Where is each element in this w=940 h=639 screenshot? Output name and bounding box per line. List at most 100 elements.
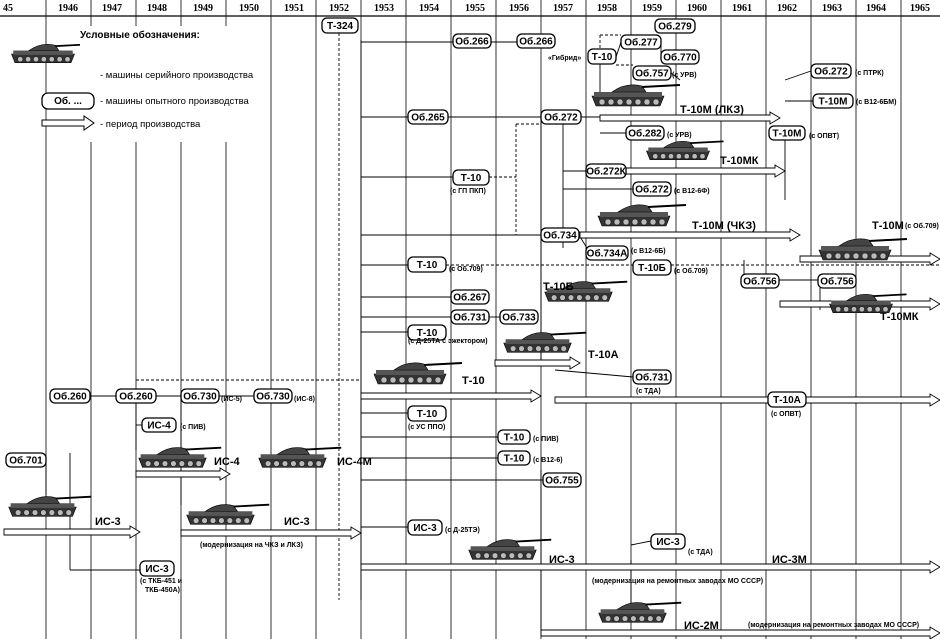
proto-box-text: Об.731 bbox=[635, 372, 669, 384]
tank-wheel bbox=[48, 509, 55, 516]
year-label: 1955 bbox=[465, 3, 485, 14]
tank-gun bbox=[515, 538, 552, 543]
proto-box-text: Об.265 bbox=[411, 112, 445, 124]
proto-box-frame bbox=[817, 273, 857, 289]
proto-box-frame bbox=[654, 18, 696, 34]
tank-wheel bbox=[535, 345, 542, 352]
proto-box-frame bbox=[407, 324, 447, 341]
tank-fender bbox=[594, 92, 662, 97]
tank-wheel bbox=[825, 252, 833, 260]
proto-box-frame bbox=[585, 245, 629, 261]
year-label: 1951 bbox=[284, 3, 304, 14]
proto-box-b22: Об.756 bbox=[740, 273, 780, 289]
annotation-text: (с Д-25ТЭ) bbox=[445, 527, 480, 534]
year-label: 1954 bbox=[419, 3, 439, 14]
annotation-text: (с ПИВ) bbox=[180, 424, 206, 431]
proto-box-text: Об.282 bbox=[628, 128, 662, 140]
tank-wheel bbox=[25, 56, 31, 63]
tank-fender bbox=[188, 511, 253, 516]
tank-turret bbox=[393, 362, 429, 371]
year-label: 1961 bbox=[732, 3, 752, 14]
proto-box-frame bbox=[253, 388, 293, 404]
proto-box-b31: Об.730 bbox=[180, 388, 220, 404]
proto-box-b37: Т-10 bbox=[497, 450, 531, 466]
tank-wheel bbox=[843, 252, 851, 260]
production-arrow bbox=[180, 526, 362, 540]
annotation-text: (с Об.709) bbox=[905, 222, 939, 230]
annotation-text: (с ГП ПКП) bbox=[450, 188, 486, 195]
annotation-text: (с ТДА) bbox=[688, 549, 713, 556]
tank-gun bbox=[873, 293, 907, 297]
tank-label: Т-10МК bbox=[720, 155, 759, 167]
proto-box-b30: Об.260 bbox=[115, 388, 157, 404]
production-arrow bbox=[599, 164, 786, 178]
proto-box-b27: Т-10 bbox=[407, 324, 447, 341]
proto-box-b15: Т-10 bbox=[452, 169, 490, 186]
tank-wheel bbox=[281, 460, 289, 467]
production-arrow bbox=[494, 356, 581, 370]
proto-box-b09: Об.272 bbox=[810, 63, 852, 79]
proto-box-b21: Т-10Б bbox=[632, 259, 672, 276]
tank-wheel bbox=[584, 294, 591, 301]
tank-is3-1945 bbox=[8, 495, 92, 517]
tank-wheel bbox=[668, 153, 674, 160]
proto-box-text: Об.272К bbox=[586, 166, 626, 178]
tank-wheel bbox=[866, 306, 873, 313]
tank-wheel bbox=[676, 153, 682, 160]
legend-serial-text: - машины серийного производства bbox=[100, 70, 254, 81]
proto-box-b39: Об.755 bbox=[542, 472, 582, 488]
proto-box-b07: Об.770 bbox=[660, 49, 700, 65]
tank-wheel bbox=[861, 252, 869, 260]
tank-wheel bbox=[201, 517, 208, 524]
legend-background bbox=[80, 26, 270, 142]
proto-box-text: Об.757 bbox=[635, 68, 669, 80]
tank-wheel bbox=[638, 615, 645, 622]
tank-wheel bbox=[380, 376, 388, 384]
annotation-text: (с УРВ) bbox=[667, 132, 692, 139]
tank-wheel bbox=[601, 294, 608, 301]
tank-wheel bbox=[625, 98, 633, 106]
proto-box-text: Об.730 bbox=[256, 391, 290, 403]
tank-t10m-1963 bbox=[818, 238, 908, 261]
tank-wheel bbox=[879, 252, 887, 260]
tank-gun bbox=[641, 84, 681, 88]
year-label: 1952 bbox=[329, 3, 349, 14]
tank-gun bbox=[185, 446, 222, 451]
proto-box-frame bbox=[585, 163, 627, 179]
tank-wheel bbox=[859, 306, 865, 313]
production-arrow bbox=[360, 560, 940, 574]
tank-gun bbox=[233, 503, 270, 508]
proto-box-frame bbox=[407, 109, 449, 125]
tank-wheel bbox=[870, 252, 878, 260]
proto-box-text: Об.734А bbox=[587, 248, 628, 260]
tank-wheel bbox=[616, 98, 624, 106]
tank-wheel bbox=[170, 460, 177, 467]
tank-wheel bbox=[851, 306, 857, 313]
legend-tank-icon bbox=[11, 43, 89, 64]
tank-label: ИС-3 bbox=[549, 554, 575, 566]
proto-box-b08: Об.757 bbox=[632, 65, 672, 81]
proto-box-frame bbox=[452, 169, 490, 186]
production-arrow bbox=[135, 467, 231, 481]
tank-wheel bbox=[834, 252, 842, 260]
tank-gun bbox=[647, 204, 687, 208]
tank-label: Т-10М (ЧКЗ) bbox=[692, 220, 756, 232]
proto-box-frame bbox=[632, 259, 672, 276]
proto-box-text: Т-10 bbox=[417, 328, 438, 339]
tank-label: Т-10М (ЛКЗ) bbox=[680, 104, 744, 116]
tank-turret bbox=[156, 447, 190, 455]
year-label: 1948 bbox=[147, 3, 167, 14]
year-label: 1947 bbox=[102, 3, 122, 14]
proto-box-b14: Т-10М bbox=[768, 125, 806, 141]
tank-wheel bbox=[40, 509, 47, 516]
tank-t10a bbox=[503, 331, 587, 353]
proto-box-b28: Об.731 bbox=[632, 369, 672, 385]
tank-wheel bbox=[23, 509, 30, 516]
tank-label: Т-10Б bbox=[543, 281, 574, 293]
proto-box-b03: Об.266 bbox=[516, 33, 556, 49]
tank-wheel bbox=[621, 615, 629, 622]
tank-wheel bbox=[218, 517, 225, 524]
proto-box-frame bbox=[540, 109, 582, 125]
production-arrow bbox=[360, 389, 542, 403]
tank-turret bbox=[26, 496, 60, 504]
